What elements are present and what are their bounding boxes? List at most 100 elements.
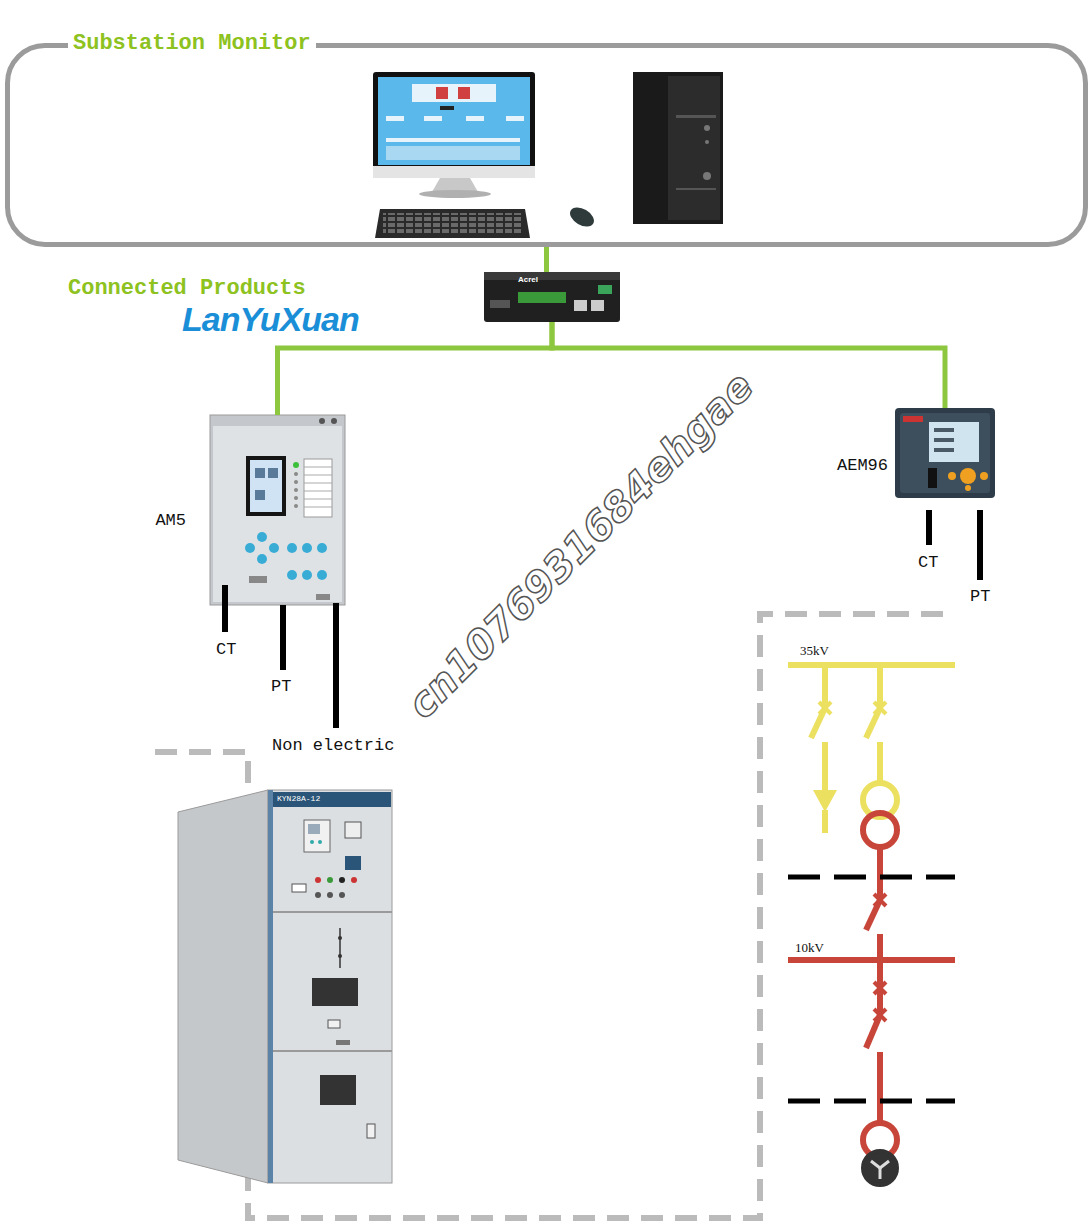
switchgear-cabinet-part <box>327 877 333 883</box>
switchgear-cabinet-part <box>310 840 314 844</box>
single-line-diagram-part <box>811 708 825 738</box>
keyboard-illustration <box>375 209 530 238</box>
single-line-diagram-part <box>788 1099 955 1104</box>
monitor-illustration-part <box>386 146 520 160</box>
gateway-illustration-part <box>591 300 604 311</box>
monitor-illustration <box>373 72 535 198</box>
energy-meter-illustration-part <box>900 413 990 493</box>
voltage-label: 35kV <box>800 643 829 658</box>
signal-name: Non electric <box>272 736 394 756</box>
energy-meter-illustration <box>895 408 995 498</box>
brand-logo: LanYuXuan <box>182 300 359 338</box>
gateway-illustration-part <box>490 300 510 308</box>
protection-relay-illustration-part <box>304 459 332 517</box>
protection-relay-illustration-part <box>257 554 267 564</box>
system-frame: Substation Monitor <box>5 43 1088 247</box>
watermark: cn1076931684ehgae <box>398 363 762 727</box>
switchgear-cabinet-part <box>320 1075 356 1105</box>
protection-relay-illustration-part <box>257 532 267 542</box>
single-line-diagram-part <box>866 900 880 930</box>
protection-relay-illustration-part <box>304 499 332 500</box>
protection-relay-illustration <box>210 415 345 605</box>
protection-relay-illustration-part <box>317 543 327 553</box>
device-brand: Acrel <box>518 275 538 284</box>
switchgear-cabinet-part <box>345 822 361 838</box>
energy-meter-illustration-part <box>948 472 956 480</box>
single-line-diagram-part <box>822 810 828 833</box>
energy-meter-illustration-part <box>934 438 954 442</box>
gateway-illustration-part <box>518 292 566 303</box>
protection-relay-illustration-part <box>294 504 298 508</box>
protection-relay-illustration-part <box>294 488 298 492</box>
switchgear-cabinet-part <box>308 824 320 834</box>
single-line-diagram-part <box>874 982 886 994</box>
keyboard-illustration-part <box>383 213 523 235</box>
protection-relay-illustration-part <box>294 496 298 500</box>
protection-relay-illustration-part <box>245 543 255 553</box>
single-line-diagram-part <box>879 1168 882 1179</box>
gateway-illustration-part <box>484 272 620 280</box>
single-line-diagram-part <box>880 1161 889 1168</box>
pc-tower-illustration-part <box>705 140 709 144</box>
signal-name: PT <box>271 677 291 697</box>
relay-wires-part <box>333 603 339 728</box>
switchgear-cabinet-part <box>273 911 392 913</box>
protection-relay-illustration-part <box>304 483 332 484</box>
relay-wires-part <box>222 585 228 632</box>
protection-relay-illustration-part <box>294 480 298 484</box>
gateway-illustration-part <box>484 272 620 322</box>
protection-relay-illustration-part <box>249 576 267 583</box>
switchgear-cabinet-part <box>315 877 321 883</box>
protection-relay-illustration-part <box>255 468 265 478</box>
protection-relay-illustration-part <box>269 543 279 553</box>
single-line-diagram-part <box>788 875 955 880</box>
switchgear-cabinet <box>178 790 392 1183</box>
single-line-diagram-part <box>788 957 955 963</box>
meter-wires-part <box>977 510 983 580</box>
bus-connector <box>544 247 549 272</box>
protection-relay-illustration-part <box>255 490 265 500</box>
frame-title: Substation Monitor <box>68 31 316 57</box>
monitor-illustration-part <box>466 116 484 121</box>
gateway-illustration <box>484 272 620 322</box>
switchgear-cabinet-part <box>292 884 306 892</box>
switchgear-cabinet-part <box>273 792 391 807</box>
single-line-diagram-part <box>866 708 880 738</box>
pc-tower-illustration-part <box>703 172 711 180</box>
single-line-diagram-part <box>871 1161 880 1168</box>
monitor-illustration-part <box>386 116 404 121</box>
energy-meter-illustration-part <box>929 422 979 462</box>
single-line-diagram-part <box>866 1015 880 1048</box>
switchgear-cabinet-part <box>178 790 268 1183</box>
energy-meter-illustration-part <box>960 468 976 484</box>
switchgear-cabinet-part <box>367 1124 375 1138</box>
pc-tower-illustration-part <box>704 125 710 131</box>
energy-meter-illustration-part <box>980 472 988 480</box>
monitor-illustration-part <box>424 116 442 121</box>
dashed-enclosure-part <box>155 614 948 1218</box>
monitor-illustration-part <box>373 72 535 172</box>
monitor-illustration-part <box>412 84 496 102</box>
gateway-device: Acrel <box>484 272 620 322</box>
signal-name: CT <box>918 553 938 573</box>
protection-relay-illustration-part <box>317 570 327 580</box>
signal-name: PT <box>970 587 990 607</box>
energy-meter-illustration-part <box>965 485 971 491</box>
monitor-illustration-part <box>373 166 535 178</box>
protection-relay-illustration-part <box>302 570 312 580</box>
pc-tower-illustration-part <box>668 76 720 220</box>
switchgear-cabinet-part <box>312 978 358 1006</box>
single-line-diagram <box>788 665 955 1185</box>
monitor-illustration-part <box>436 87 448 99</box>
energy-meter-illustration-part <box>903 416 923 422</box>
single-line-diagram-part <box>877 934 883 1015</box>
protection-relay-illustration-part <box>304 475 332 476</box>
energy-meter-illustration-part <box>895 408 995 498</box>
gateway-illustration-part <box>574 300 587 311</box>
switchgear-cabinet-part <box>315 892 321 898</box>
pc-tower-illustration-part <box>676 115 716 118</box>
